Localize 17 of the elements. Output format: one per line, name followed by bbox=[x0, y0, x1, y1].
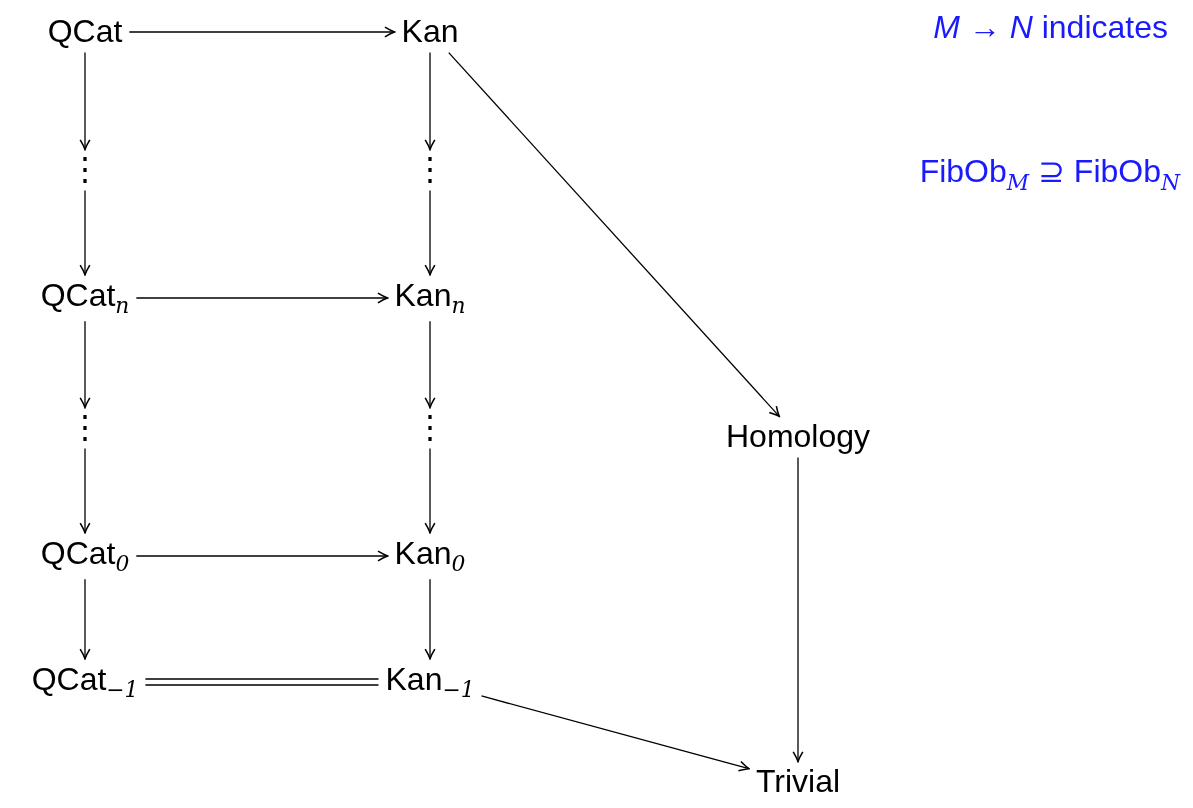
math-label: ⋮ bbox=[65, 410, 105, 446]
math-label: Kan$_{n}$ bbox=[390, 277, 470, 319]
math-label: QCat$_{n}$ bbox=[36, 277, 134, 319]
note-text: M → N indicates bbox=[933, 8, 1168, 47]
math-label: QCat bbox=[43, 14, 127, 50]
math-label: ⋮ bbox=[410, 152, 450, 188]
math-label: Kan$_{0}$ bbox=[390, 535, 470, 577]
note-text: FibOb$_{M}$ ⊇ FibOb$_{N}$ bbox=[919, 152, 1180, 196]
math-label: ⋮ bbox=[65, 152, 105, 188]
math-label: Kan$_{−1}$ bbox=[381, 661, 479, 703]
math-label: QCat$_{−1}$ bbox=[27, 661, 143, 703]
math-label: Homology bbox=[721, 419, 875, 455]
equals-line bbox=[144, 678, 380, 686]
math-label: QCat$_{0}$ bbox=[36, 535, 134, 577]
math-label: Kan bbox=[397, 14, 463, 50]
math-label: Trivial bbox=[751, 764, 845, 800]
math-label: ⋮ bbox=[410, 410, 450, 446]
